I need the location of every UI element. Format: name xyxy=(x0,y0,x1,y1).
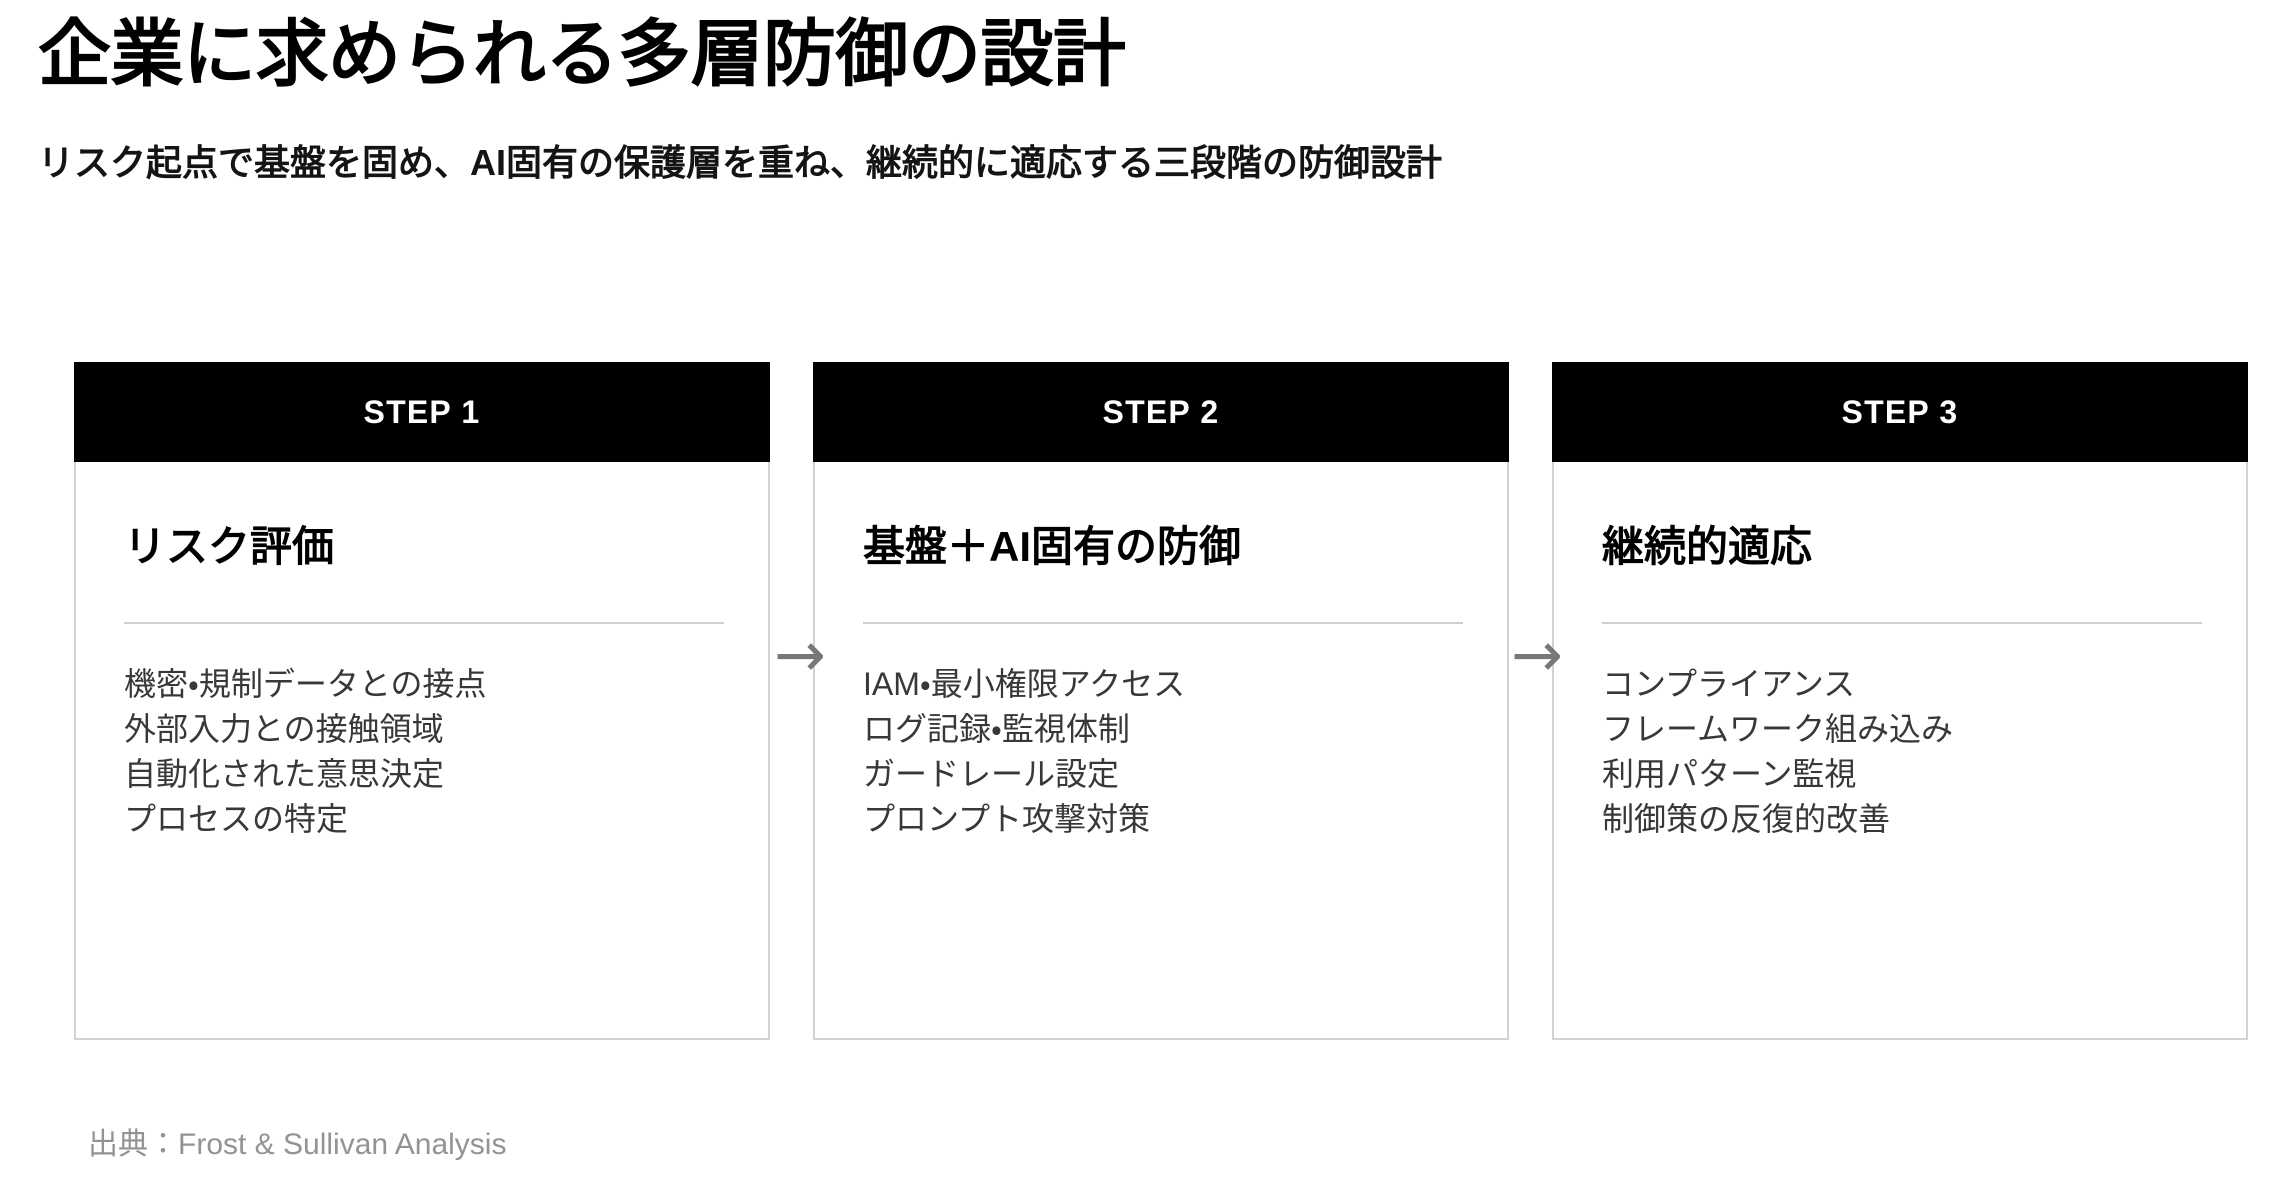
slide-header: 企業に求められる多層防御の設計 リスク起点で基盤を固め、AI固有の保護層を重ね、… xyxy=(38,18,2250,181)
step-band-1: STEP 1 xyxy=(74,362,770,462)
step-card-1[interactable]: STEP 1 リスク評価 機密・規制データとの接点 外部入力との接触領域 自動化… xyxy=(74,362,770,1040)
list-item: 外部入力との接触領域 xyxy=(124,710,444,747)
page-subtitle: リスク起点で基盤を固め、AI固有の保護層を重ね、継続的に適応する三段階の防御設計 xyxy=(38,142,1443,183)
step-body-3: 継続的適応 コンプライアンス フレームワーク組み込み 利用パターン監視 制御策の… xyxy=(1554,462,2246,1038)
list-item: 制御策の反復的改善 xyxy=(1602,800,1891,837)
list-item: 機密・規制データとの接点 xyxy=(124,666,487,703)
step-band-2: STEP 2 xyxy=(813,362,1509,462)
steps-row: STEP 1 リスク評価 機密・規制データとの接点 外部入力との接触領域 自動化… xyxy=(74,362,2248,1040)
step-heading-1: リスク評価 xyxy=(124,523,335,570)
source-note: 出典：Frost & Sullivan Analysis xyxy=(88,1128,507,1161)
step-body-2: 基盤＋AI固有の防御 IAM・最小権限アクセス ログ記録・監視体制 ガードレール… xyxy=(815,462,1507,1038)
step-card-2[interactable]: STEP 2 基盤＋AI固有の防御 IAM・最小権限アクセス ログ記録・監視体制… xyxy=(813,362,1509,1040)
list-item: ガードレール設定 xyxy=(863,755,1120,792)
step-list-1: 機密・規制データとの接点 外部入力との接触領域 自動化された意思決定 プロセスの… xyxy=(124,624,720,841)
step-band-label-3: STEP 3 xyxy=(1841,393,1959,430)
step-list-2: IAM・最小権限アクセス ログ記録・監視体制 ガードレール設定 プロンプト攻撃対… xyxy=(863,624,1459,841)
step-card-3[interactable]: STEP 3 継続的適応 コンプライアンス フレームワーク組み込み 利用パターン… xyxy=(1552,362,2248,1040)
list-item: フレームワーク組み込み xyxy=(1602,710,1954,747)
list-item: プロセスの特定 xyxy=(124,800,349,837)
step-list-3: コンプライアンス フレームワーク組み込み 利用パターン監視 制御策の反復的改善 xyxy=(1602,624,2198,841)
step-divider-1 xyxy=(124,622,724,625)
step-band-label-1: STEP 1 xyxy=(363,393,481,430)
step-heading-2: 基盤＋AI固有の防御 xyxy=(863,523,1242,570)
list-item: IAM・最小権限アクセス xyxy=(863,666,1186,703)
page-title: 企業に求められる多層防御の設計 xyxy=(38,14,1126,95)
step-band-label-2: STEP 2 xyxy=(1102,393,1220,430)
step-band-3: STEP 3 xyxy=(1552,362,2248,462)
list-item: ログ記録・監視体制 xyxy=(863,710,1130,747)
list-item: プロンプト攻撃対策 xyxy=(863,800,1151,837)
list-item: 自動化された意思決定 xyxy=(124,755,445,792)
step-body-1: リスク評価 機密・規制データとの接点 外部入力との接触領域 自動化された意思決定… xyxy=(76,462,768,1038)
step-divider-3 xyxy=(1602,622,2202,625)
list-item: 利用パターン監視 xyxy=(1602,755,1857,792)
step-divider-2 xyxy=(863,622,1463,625)
list-item: コンプライアンス xyxy=(1602,666,1856,703)
step-heading-3: 継続的適応 xyxy=(1602,523,1813,570)
